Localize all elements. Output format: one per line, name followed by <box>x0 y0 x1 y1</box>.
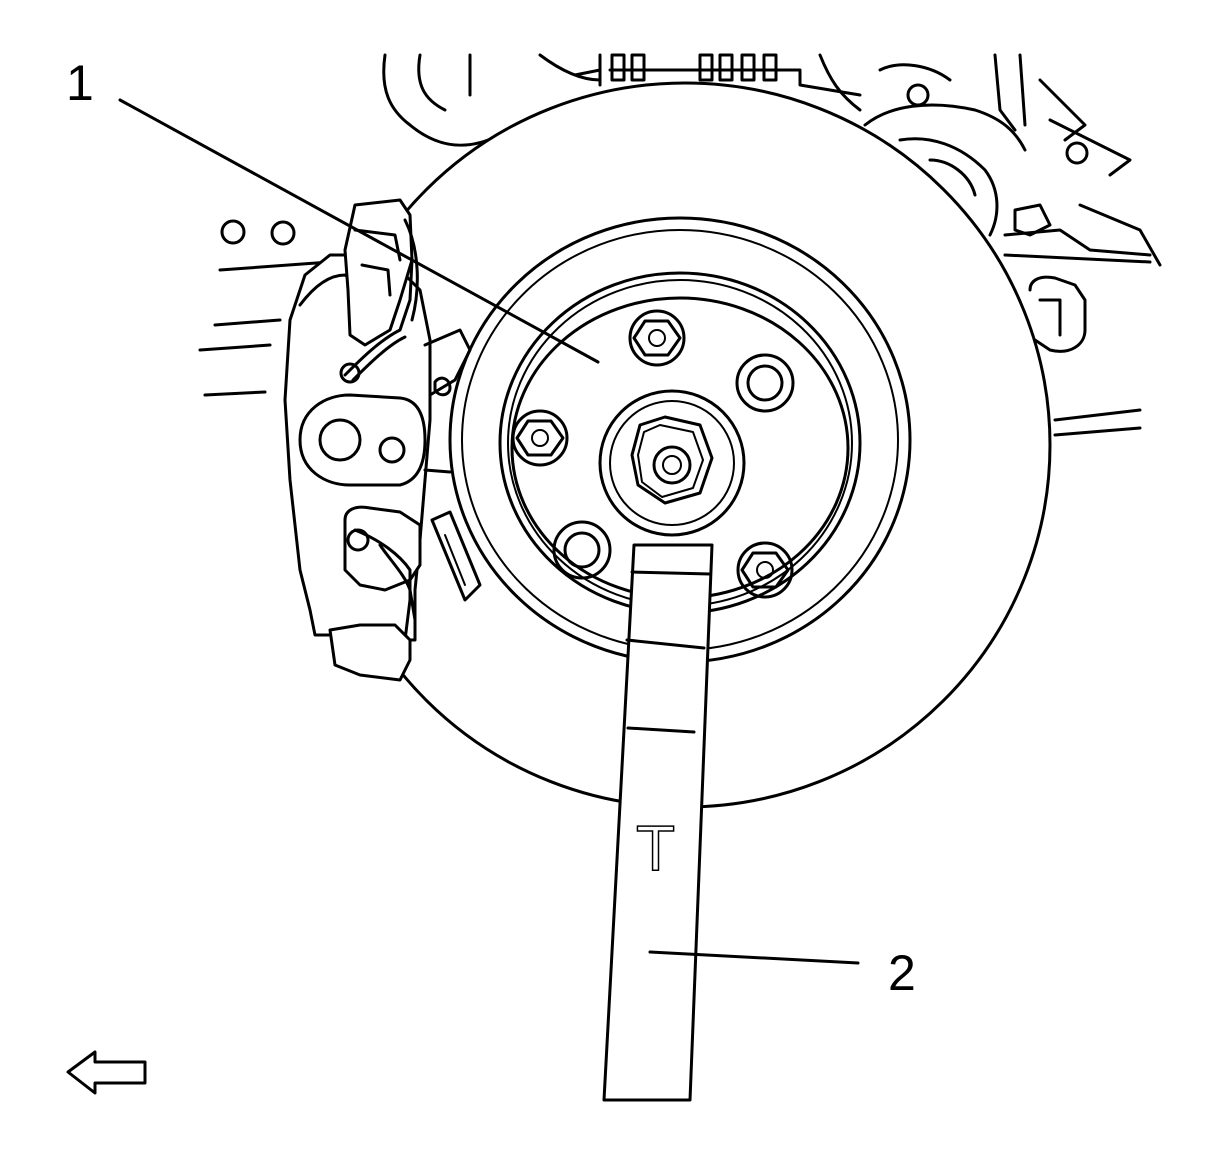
lug-nut <box>511 409 569 467</box>
suspension-background <box>382 53 1162 437</box>
hub-locking-tool: T <box>602 543 714 1102</box>
stud-hole <box>735 353 795 413</box>
left-arrow-icon <box>66 1050 147 1095</box>
brake-caliper <box>198 198 482 682</box>
lug-nut <box>628 309 686 367</box>
wheel-hub <box>511 309 795 599</box>
callout-2: 2 <box>648 945 916 1001</box>
callout-number-1: 1 <box>66 55 94 111</box>
callout-number-2: 2 <box>888 945 916 1001</box>
lug-nut <box>736 541 794 599</box>
callout-1: 1 <box>66 55 600 364</box>
tool-marking-t: T <box>636 812 675 884</box>
stud-hole <box>552 520 612 580</box>
